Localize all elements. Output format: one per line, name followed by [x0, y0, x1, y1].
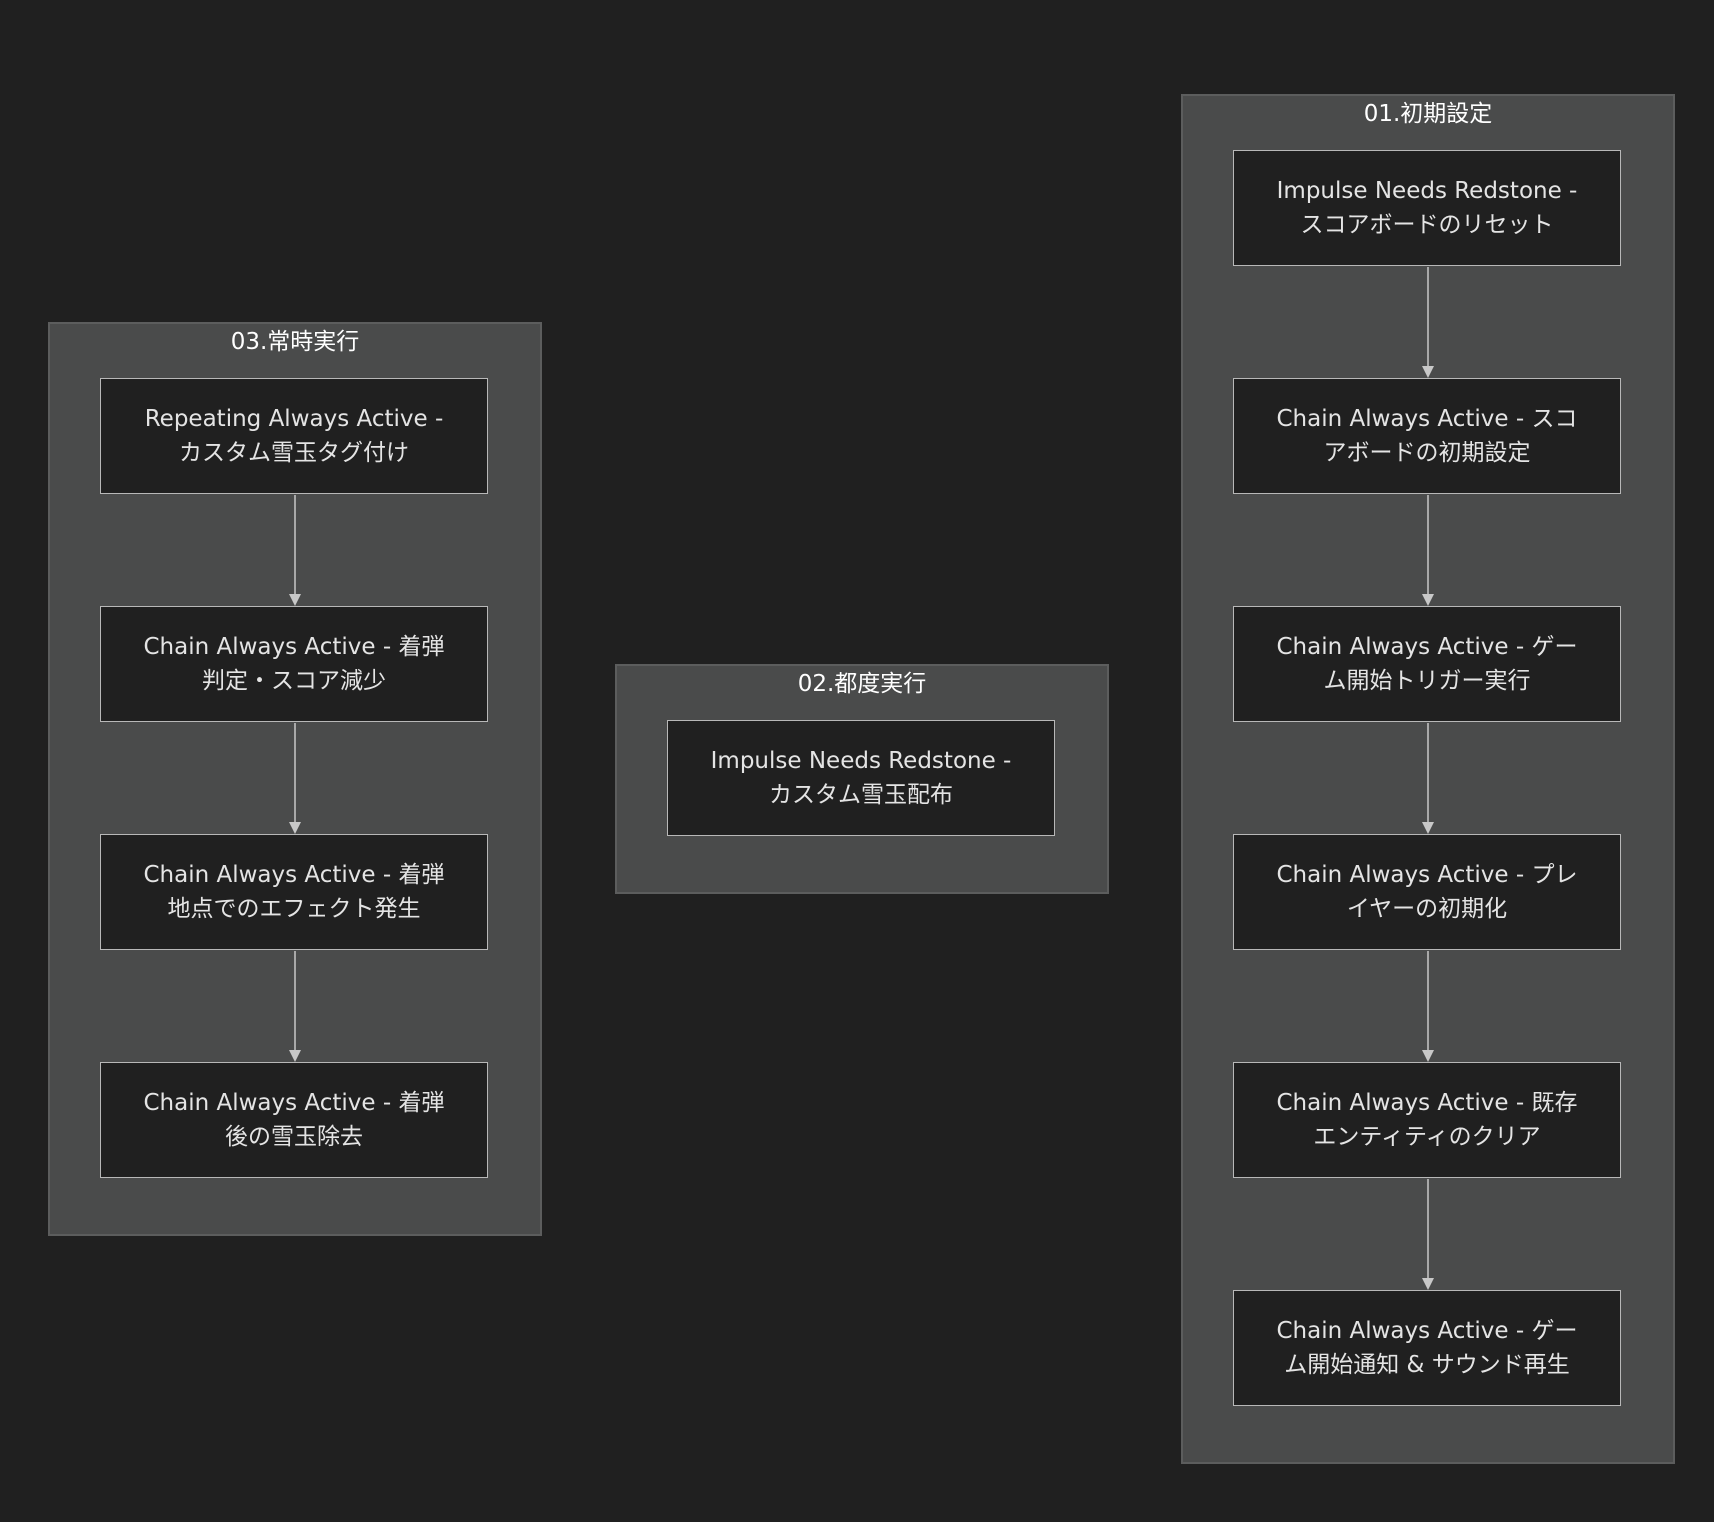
- node-g03-2[interactable]: Chain Always Active - 着弾 判定・スコア減少: [100, 606, 488, 722]
- group-01-initial-setup: 01.初期設定: [1181, 94, 1675, 1464]
- node-g01-5[interactable]: Chain Always Active - 既存 エンティティのクリア: [1233, 1062, 1621, 1178]
- group-title: 03.常時実行: [230, 329, 360, 355]
- node-label-line1: Chain Always Active - 着弾: [143, 862, 445, 888]
- node-g02-1[interactable]: Impulse Needs Redstone - カスタム雪玉配布: [667, 720, 1055, 836]
- node-label-line1: Chain Always Active - スコ: [1276, 406, 1578, 432]
- node-label-line1: Impulse Needs Redstone -: [1276, 178, 1578, 204]
- node-label-line1: Chain Always Active - ゲー: [1276, 634, 1578, 660]
- node-label-line2: イヤーの初期化: [1346, 896, 1508, 922]
- node-label-line2: 後の雪玉除去: [225, 1124, 363, 1150]
- node-label-line1: Impulse Needs Redstone -: [710, 748, 1012, 774]
- node-label-line2: ム開始トリガー実行: [1323, 668, 1531, 694]
- node-g03-3[interactable]: Chain Always Active - 着弾 地点でのエフェクト発生: [100, 834, 488, 950]
- node-g01-1[interactable]: Impulse Needs Redstone - スコアボードのリセット: [1233, 150, 1621, 266]
- group-title: 02.都度実行: [797, 671, 927, 697]
- node-g01-6[interactable]: Chain Always Active - ゲー ム開始通知 & サウンド再生: [1233, 1290, 1621, 1406]
- node-label-line1: Chain Always Active - ゲー: [1276, 1318, 1578, 1344]
- node-g01-4[interactable]: Chain Always Active - プレ イヤーの初期化: [1233, 834, 1621, 950]
- node-g03-4[interactable]: Chain Always Active - 着弾 後の雪玉除去: [100, 1062, 488, 1178]
- node-label-line2: ム開始通知 & サウンド再生: [1284, 1352, 1570, 1378]
- node-label-line1: Chain Always Active - 着弾: [143, 1090, 445, 1116]
- node-label-line2: カスタム雪玉配布: [769, 782, 953, 808]
- node-g01-2[interactable]: Chain Always Active - スコ アボードの初期設定: [1233, 378, 1621, 494]
- node-g03-1[interactable]: Repeating Always Active - カスタム雪玉タグ付け: [100, 378, 488, 494]
- node-label-line2: エンティティのクリア: [1313, 1124, 1541, 1150]
- node-label-line1: Chain Always Active - 着弾: [143, 634, 445, 660]
- node-g01-3[interactable]: Chain Always Active - ゲー ム開始トリガー実行: [1233, 606, 1621, 722]
- node-label-line2: カスタム雪玉タグ付け: [179, 440, 409, 466]
- node-label-line2: アボードの初期設定: [1323, 440, 1531, 466]
- group-title: 01.初期設定: [1363, 101, 1493, 127]
- node-label-line1: Repeating Always Active -: [144, 406, 444, 432]
- node-label-line2: スコアボードのリセット: [1300, 212, 1554, 238]
- node-label-line2: 判定・スコア減少: [202, 668, 386, 694]
- node-label-line1: Chain Always Active - 既存: [1276, 1090, 1578, 1116]
- node-label-line1: Chain Always Active - プレ: [1276, 862, 1578, 888]
- node-label-line2: 地点でのエフェクト発生: [167, 896, 421, 922]
